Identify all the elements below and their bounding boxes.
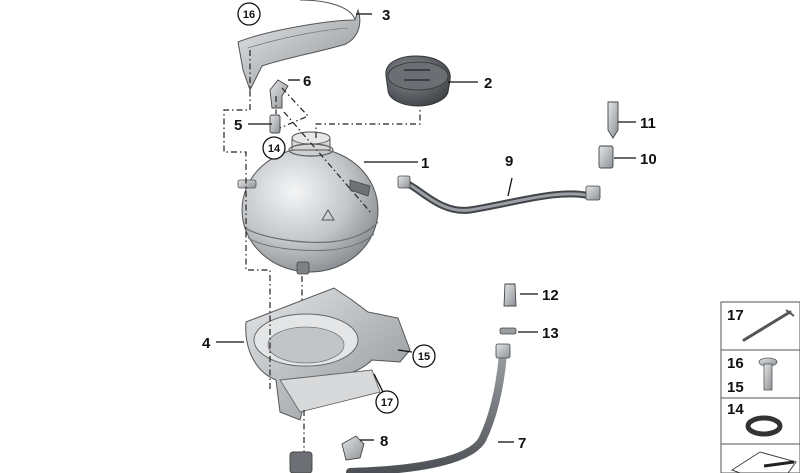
part-11-nipple [607,101,619,139]
callout-4: 4 [202,335,211,352]
cable-tie-icon [742,310,792,342]
leader-lines [216,13,636,443]
part-9-vent-hose [397,175,601,214]
callout-14-circle: 14 [262,136,286,160]
callout-6: 6 [303,73,311,90]
legend-17: 17 [727,307,744,324]
callout-11: 11 [640,115,656,132]
part-8-fitting [289,435,365,473]
callout-8: 8 [380,433,388,450]
callout-13: 13 [542,325,559,342]
part-3-strap [237,0,361,92]
callout-12: 12 [542,287,559,304]
legend-15: 15 [727,379,744,396]
o-ring-icon [745,415,783,437]
callout-2: 2 [484,75,492,92]
legend-14: 14 [727,401,744,418]
callout-labels: 3 2 6 5 1 9 10 11 12 13 4 7 8 [202,7,657,452]
part-4-holder [245,287,411,421]
callout-15-circle: 15 [412,344,436,368]
part-10-connector [598,145,614,169]
svg-text:15: 15 [418,351,430,363]
callout-3: 3 [382,7,390,24]
svg-text:17: 17 [381,397,393,409]
callout-7: 7 [518,435,526,452]
legend-16: 16 [727,355,744,372]
part-12-nipple [503,283,517,307]
part-7-coolant-hose [346,343,511,473]
part-13-clip [499,327,517,335]
callout-5: 5 [234,117,242,134]
callout-1: 1 [421,155,429,172]
part-1-expansion-tank [237,131,379,275]
callout-10: 10 [640,151,657,168]
part-6-elbow-fitting [269,79,289,109]
assembly-lines [223,50,421,452]
callout-9: 9 [505,153,513,170]
svg-text:14: 14 [268,143,281,155]
callout-16-circle: 16 [237,2,261,26]
svg-text:16: 16 [243,9,255,21]
part-2-cap [385,55,451,107]
small-parts-legend: 17 16 15 14 [720,301,800,473]
circled-callouts: 16 14 15 17 [237,2,436,414]
screw-icon [758,357,778,391]
callout-17-circle: 17 [375,390,399,414]
